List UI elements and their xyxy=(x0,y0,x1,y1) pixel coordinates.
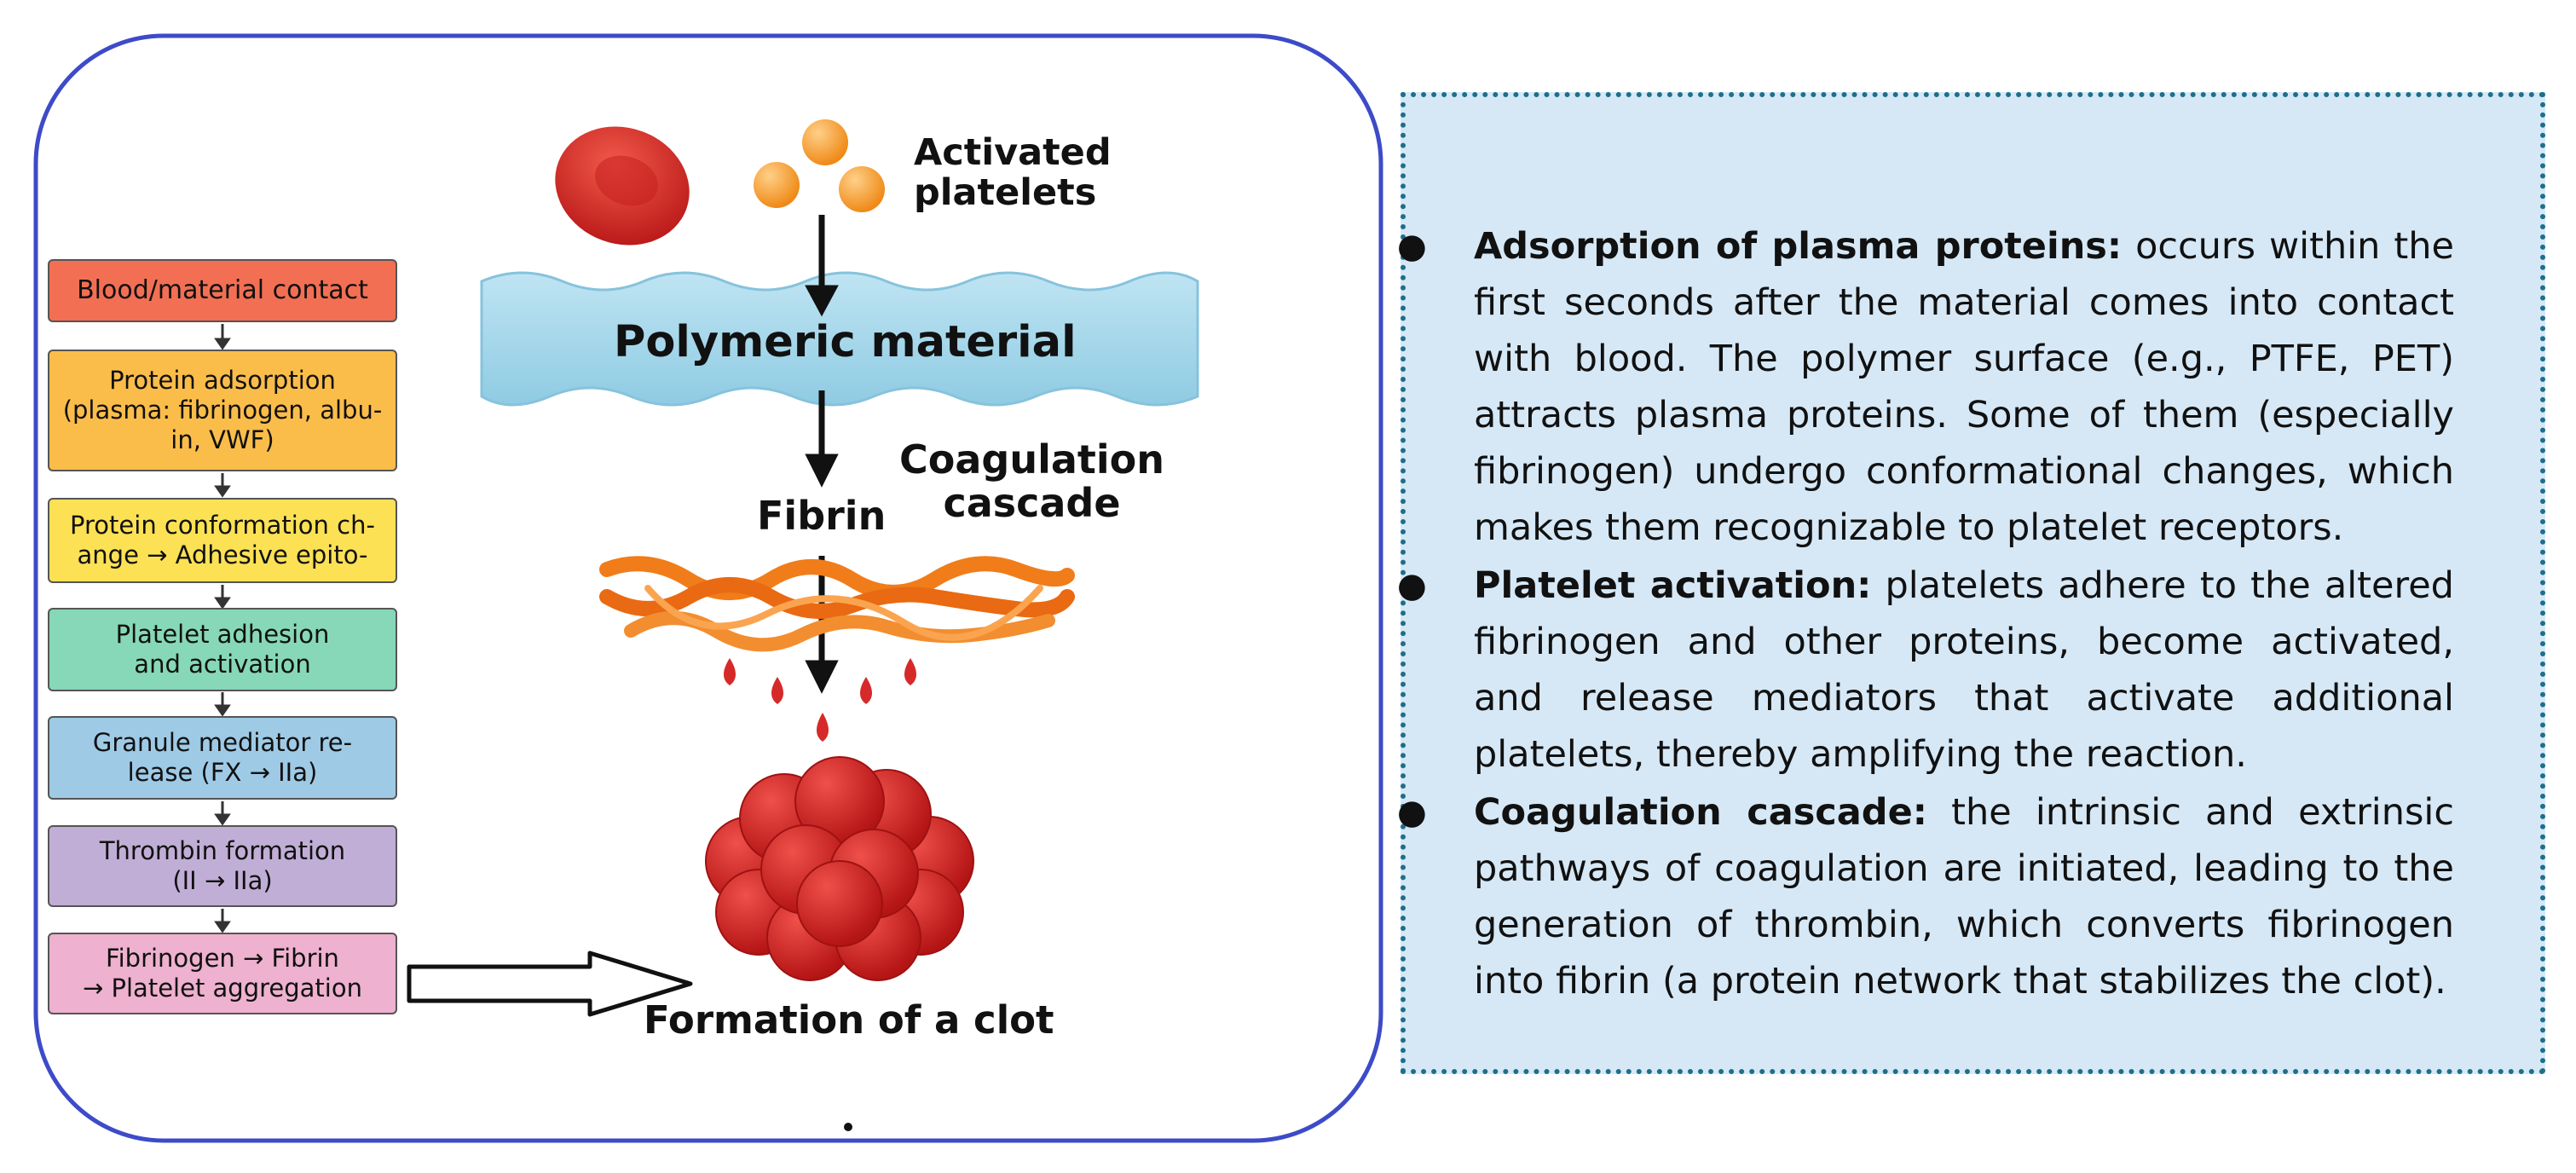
info-term: Coagulation cascade: xyxy=(1474,791,1927,834)
flow-step-label: Granule mediator re- lease (FX → IIa) xyxy=(92,728,353,787)
flow-step-blood-contact: Blood/material contact xyxy=(48,259,397,322)
bullet-icon: ● xyxy=(1397,566,1427,605)
fibrin-mesh-icon xyxy=(599,556,1075,652)
platelets-icon xyxy=(754,119,885,212)
polymeric-material-label: Polymeric material xyxy=(614,317,1077,367)
flow-step-label: Thrombin formation (II → IIa) xyxy=(99,836,346,895)
flow-step-label: Protein conformation ch- ange → Adhesive… xyxy=(70,511,375,569)
flow-step-platelet-adhesion: Platelet adhesion and activation xyxy=(48,608,397,691)
clot-icon xyxy=(705,756,974,981)
info-item-platelet-activation: ● Platelet activation: platelets adhere … xyxy=(1397,558,2454,783)
info-text: platelets adhere to the altered fibrinog… xyxy=(1474,564,2454,776)
flow-step-fibrinogen-fibrin: Fibrinogen → Fibrin → Platelet aggregati… xyxy=(48,933,397,1014)
info-term: Platelet activation: xyxy=(1474,564,1872,607)
info-text: occurs within the first seconds after th… xyxy=(1474,225,2454,549)
flow-step-protein-adsorption: Protein adsorption (plasma: fibrinogen, … xyxy=(48,350,397,471)
blood-drops-icon xyxy=(724,658,916,742)
polymeric-material-band xyxy=(480,271,1199,407)
info-term: Adsorption of plasma proteins: xyxy=(1474,225,2123,268)
flow-step-label: Fibrinogen → Fibrin → Platelet aggregati… xyxy=(83,944,362,1003)
flow-step-label: Protein adsorption (plasma: fibrinogen, … xyxy=(62,366,383,454)
flow-step-label: Platelet adhesion and activation xyxy=(115,620,330,679)
flow-step-protein-conformation: Protein conformation ch- ange → Adhesive… xyxy=(48,498,397,583)
bullet-icon: ● xyxy=(1397,227,1427,266)
info-item-coagulation-cascade: ● Coagulation cascade: the intrinsic and… xyxy=(1397,784,2454,1009)
dot-mark xyxy=(844,1123,852,1131)
activated-platelets-label: Activated platelets xyxy=(914,131,1112,215)
big-arrow-icon xyxy=(407,951,693,1017)
flow-step-label: Blood/material contact xyxy=(77,275,368,305)
red-blood-cell-icon xyxy=(555,126,690,246)
info-item-adsorption: ● Adsorption of plasma proteins: occurs … xyxy=(1397,218,2454,556)
bullet-icon: ● xyxy=(1397,793,1427,832)
clot-label: Formation of a clot xyxy=(644,997,1054,1043)
flow-step-granule-release: Granule mediator re- lease (FX → IIa) xyxy=(48,716,397,800)
info-panel: ● Adsorption of plasma proteins: occurs … xyxy=(1397,92,2545,1074)
info-text: the intrinsic and extrinsic pathways of … xyxy=(1474,791,2454,1003)
flow-step-thrombin-formation: Thrombin formation (II → IIa) xyxy=(48,825,397,907)
diagram-frame xyxy=(33,33,1383,1143)
fibrin-label: Fibrin xyxy=(757,493,887,539)
info-list: ● Adsorption of plasma proteins: occurs … xyxy=(1397,218,2454,1011)
flow-connectors xyxy=(214,324,231,933)
coagulation-cascade-label: Coagulation cascade xyxy=(899,436,1164,526)
